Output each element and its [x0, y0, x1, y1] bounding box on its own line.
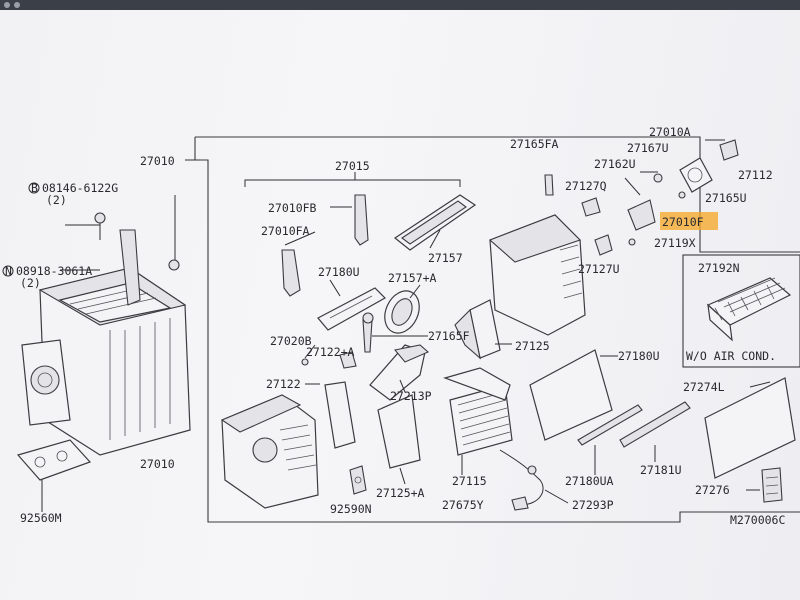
label-27274L: 27274L	[683, 380, 725, 394]
part-27180U-gasket	[317, 279, 386, 331]
part-27115-evaporator	[443, 367, 513, 475]
label-27010FB: 27010FB	[268, 201, 317, 215]
label-08146-6122G: 08146-6122G	[42, 181, 118, 195]
part-27213P	[369, 344, 430, 401]
label-27157A: 27157+A	[388, 271, 437, 285]
label-27122: 27122	[266, 377, 301, 391]
part-27122A	[301, 344, 357, 369]
label-27015: 27015	[335, 159, 370, 173]
part-27274L	[704, 377, 796, 479]
label-27293P: 27293P	[572, 498, 614, 512]
nut-letter: N	[5, 264, 12, 278]
part-27157A	[384, 284, 421, 334]
label-08146-qty: (2)	[46, 193, 67, 207]
part-blower-unit	[488, 174, 586, 336]
label-92560M: 92560M	[20, 511, 62, 525]
label-wo-air-cond: W/O AIR COND.	[686, 349, 776, 363]
label-08918-qty: (2)	[20, 276, 41, 290]
label-27165FA: 27165FA	[510, 137, 559, 151]
label-27010FA: 27010FA	[261, 224, 310, 238]
label-27112: 27112	[738, 168, 773, 182]
label-27010A: 27010A	[649, 125, 691, 139]
label-27192N: 27192N	[698, 261, 740, 275]
part-27192N-filter	[706, 277, 792, 342]
label-27167U: 27167U	[627, 141, 669, 155]
label-diagram-id: M270006C	[730, 513, 785, 527]
part-27122	[220, 383, 320, 509]
label-08918-3061A: 08918-3061A	[16, 264, 92, 278]
label-27127U: 27127U	[578, 262, 620, 276]
nut-symbol-icon	[2, 265, 14, 277]
part-actuator-cluster	[581, 139, 739, 256]
heater-unit-assembly	[21, 159, 200, 456]
part-27181U-strip	[619, 401, 691, 462]
label-27010-bottom: 27010	[140, 457, 175, 471]
diagram-frame	[194, 136, 800, 523]
part-92560M	[16, 439, 92, 512]
part-27165F	[362, 312, 428, 353]
part-27293P-sensor	[499, 449, 569, 511]
label-27165U: 27165U	[705, 191, 747, 205]
label-27213P: 27213P	[390, 389, 432, 403]
label-27180U-panel: 27180U	[618, 349, 660, 363]
label-27020B: 27020B	[270, 334, 312, 348]
highlight-27010F	[660, 212, 718, 230]
window-control-icon	[4, 2, 10, 8]
label-27010: 27010	[140, 154, 175, 168]
callout-labels: 27010 B 08146-6122G (2) N 08918-3061A (2…	[2, 125, 785, 527]
part-27157	[393, 194, 477, 251]
label-27181U: 27181U	[640, 463, 682, 477]
label-27180UA: 27180UA	[565, 474, 614, 488]
label-27675Y: 27675Y	[442, 498, 484, 512]
label-27115: 27115	[452, 474, 487, 488]
label-27125: 27125	[515, 339, 550, 353]
label-27180U-gasket: 27180U	[318, 265, 360, 279]
label-27276: 27276	[695, 483, 730, 497]
wo-air-cond-box	[682, 254, 800, 368]
label-27125A: 27125+A	[376, 486, 425, 500]
label-27162U: 27162U	[594, 157, 636, 171]
label-27127Q: 27127Q	[565, 179, 607, 193]
bolt-letter: B	[31, 181, 38, 195]
part-brackets-27015	[244, 172, 461, 297]
part-27180UA-strip	[577, 404, 643, 475]
window-top-bar	[0, 0, 800, 10]
label-27010F: 27010F	[662, 215, 704, 229]
label-27122A: 27122+A	[306, 345, 355, 359]
label-27157: 27157	[428, 251, 463, 265]
part-27276	[746, 467, 783, 503]
label-92590N: 92590N	[330, 502, 372, 516]
bolt-symbol-icon	[28, 182, 40, 194]
part-27180U-panel	[529, 349, 618, 441]
label-27165F: 27165F	[428, 329, 470, 343]
part-27125A	[324, 381, 421, 485]
label-27119X: 27119X	[654, 236, 696, 250]
part-27125	[454, 299, 512, 360]
window-control-icon	[14, 2, 20, 8]
part-92590N	[349, 465, 367, 495]
